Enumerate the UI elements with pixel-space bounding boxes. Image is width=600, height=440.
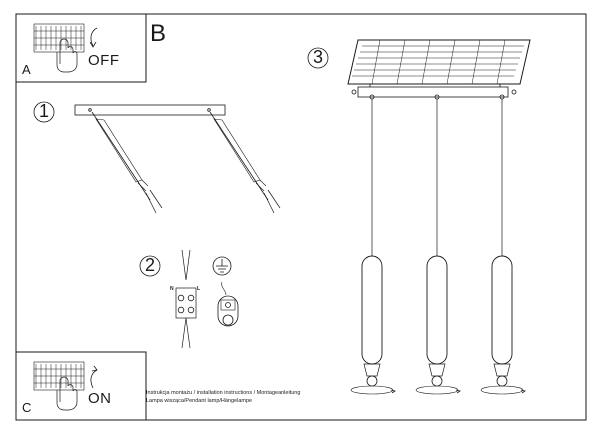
pendant-lamp-3	[480, 94, 526, 395]
arrow-up-icon	[90, 365, 98, 389]
hand-icon-a	[56, 38, 78, 73]
caption-line-2: Lampa wisząca/Pendant lamp/Hängelampe	[146, 398, 253, 404]
step2-number: 2	[144, 255, 155, 275]
hand-icon-c	[56, 376, 78, 411]
step2-badge	[139, 255, 161, 277]
panel-a-letter: A	[22, 62, 31, 77]
terminal-live-label: L	[197, 286, 201, 292]
ground-clamp	[217, 281, 239, 327]
ground-symbol-icon	[212, 256, 232, 276]
arrow-down-icon	[89, 27, 98, 48]
cable-left	[91, 111, 163, 214]
pendant-lamp-1	[350, 94, 396, 395]
terminal-block	[175, 249, 197, 349]
sheet-border	[15, 13, 587, 421]
switch-on-label: ON	[88, 390, 112, 407]
step3-badge	[307, 47, 329, 69]
rail-hole-left	[88, 108, 92, 112]
rail-hole-right	[207, 108, 211, 112]
ceiling-plate	[347, 39, 531, 85]
switch-off-label: OFF	[88, 52, 120, 69]
fuse-box-c	[33, 361, 85, 391]
cable-right	[209, 111, 281, 214]
panel-b-letter: B	[150, 20, 167, 47]
fuse-box-a	[33, 23, 85, 53]
panel-a-frame	[15, 13, 147, 83]
pendant-lamp-2	[415, 94, 461, 395]
caption-line-1: Instrukcja montażu / installation instru…	[146, 390, 301, 396]
step3-number: 3	[312, 47, 323, 67]
mounting-rail	[74, 104, 226, 116]
canopy-rail	[351, 84, 517, 98]
panel-c-letter: C	[22, 400, 32, 415]
terminal-neutral-label: N	[170, 286, 174, 292]
step1-number: 1	[38, 101, 49, 121]
panel-c-frame	[15, 351, 147, 421]
step1-badge	[33, 101, 55, 123]
